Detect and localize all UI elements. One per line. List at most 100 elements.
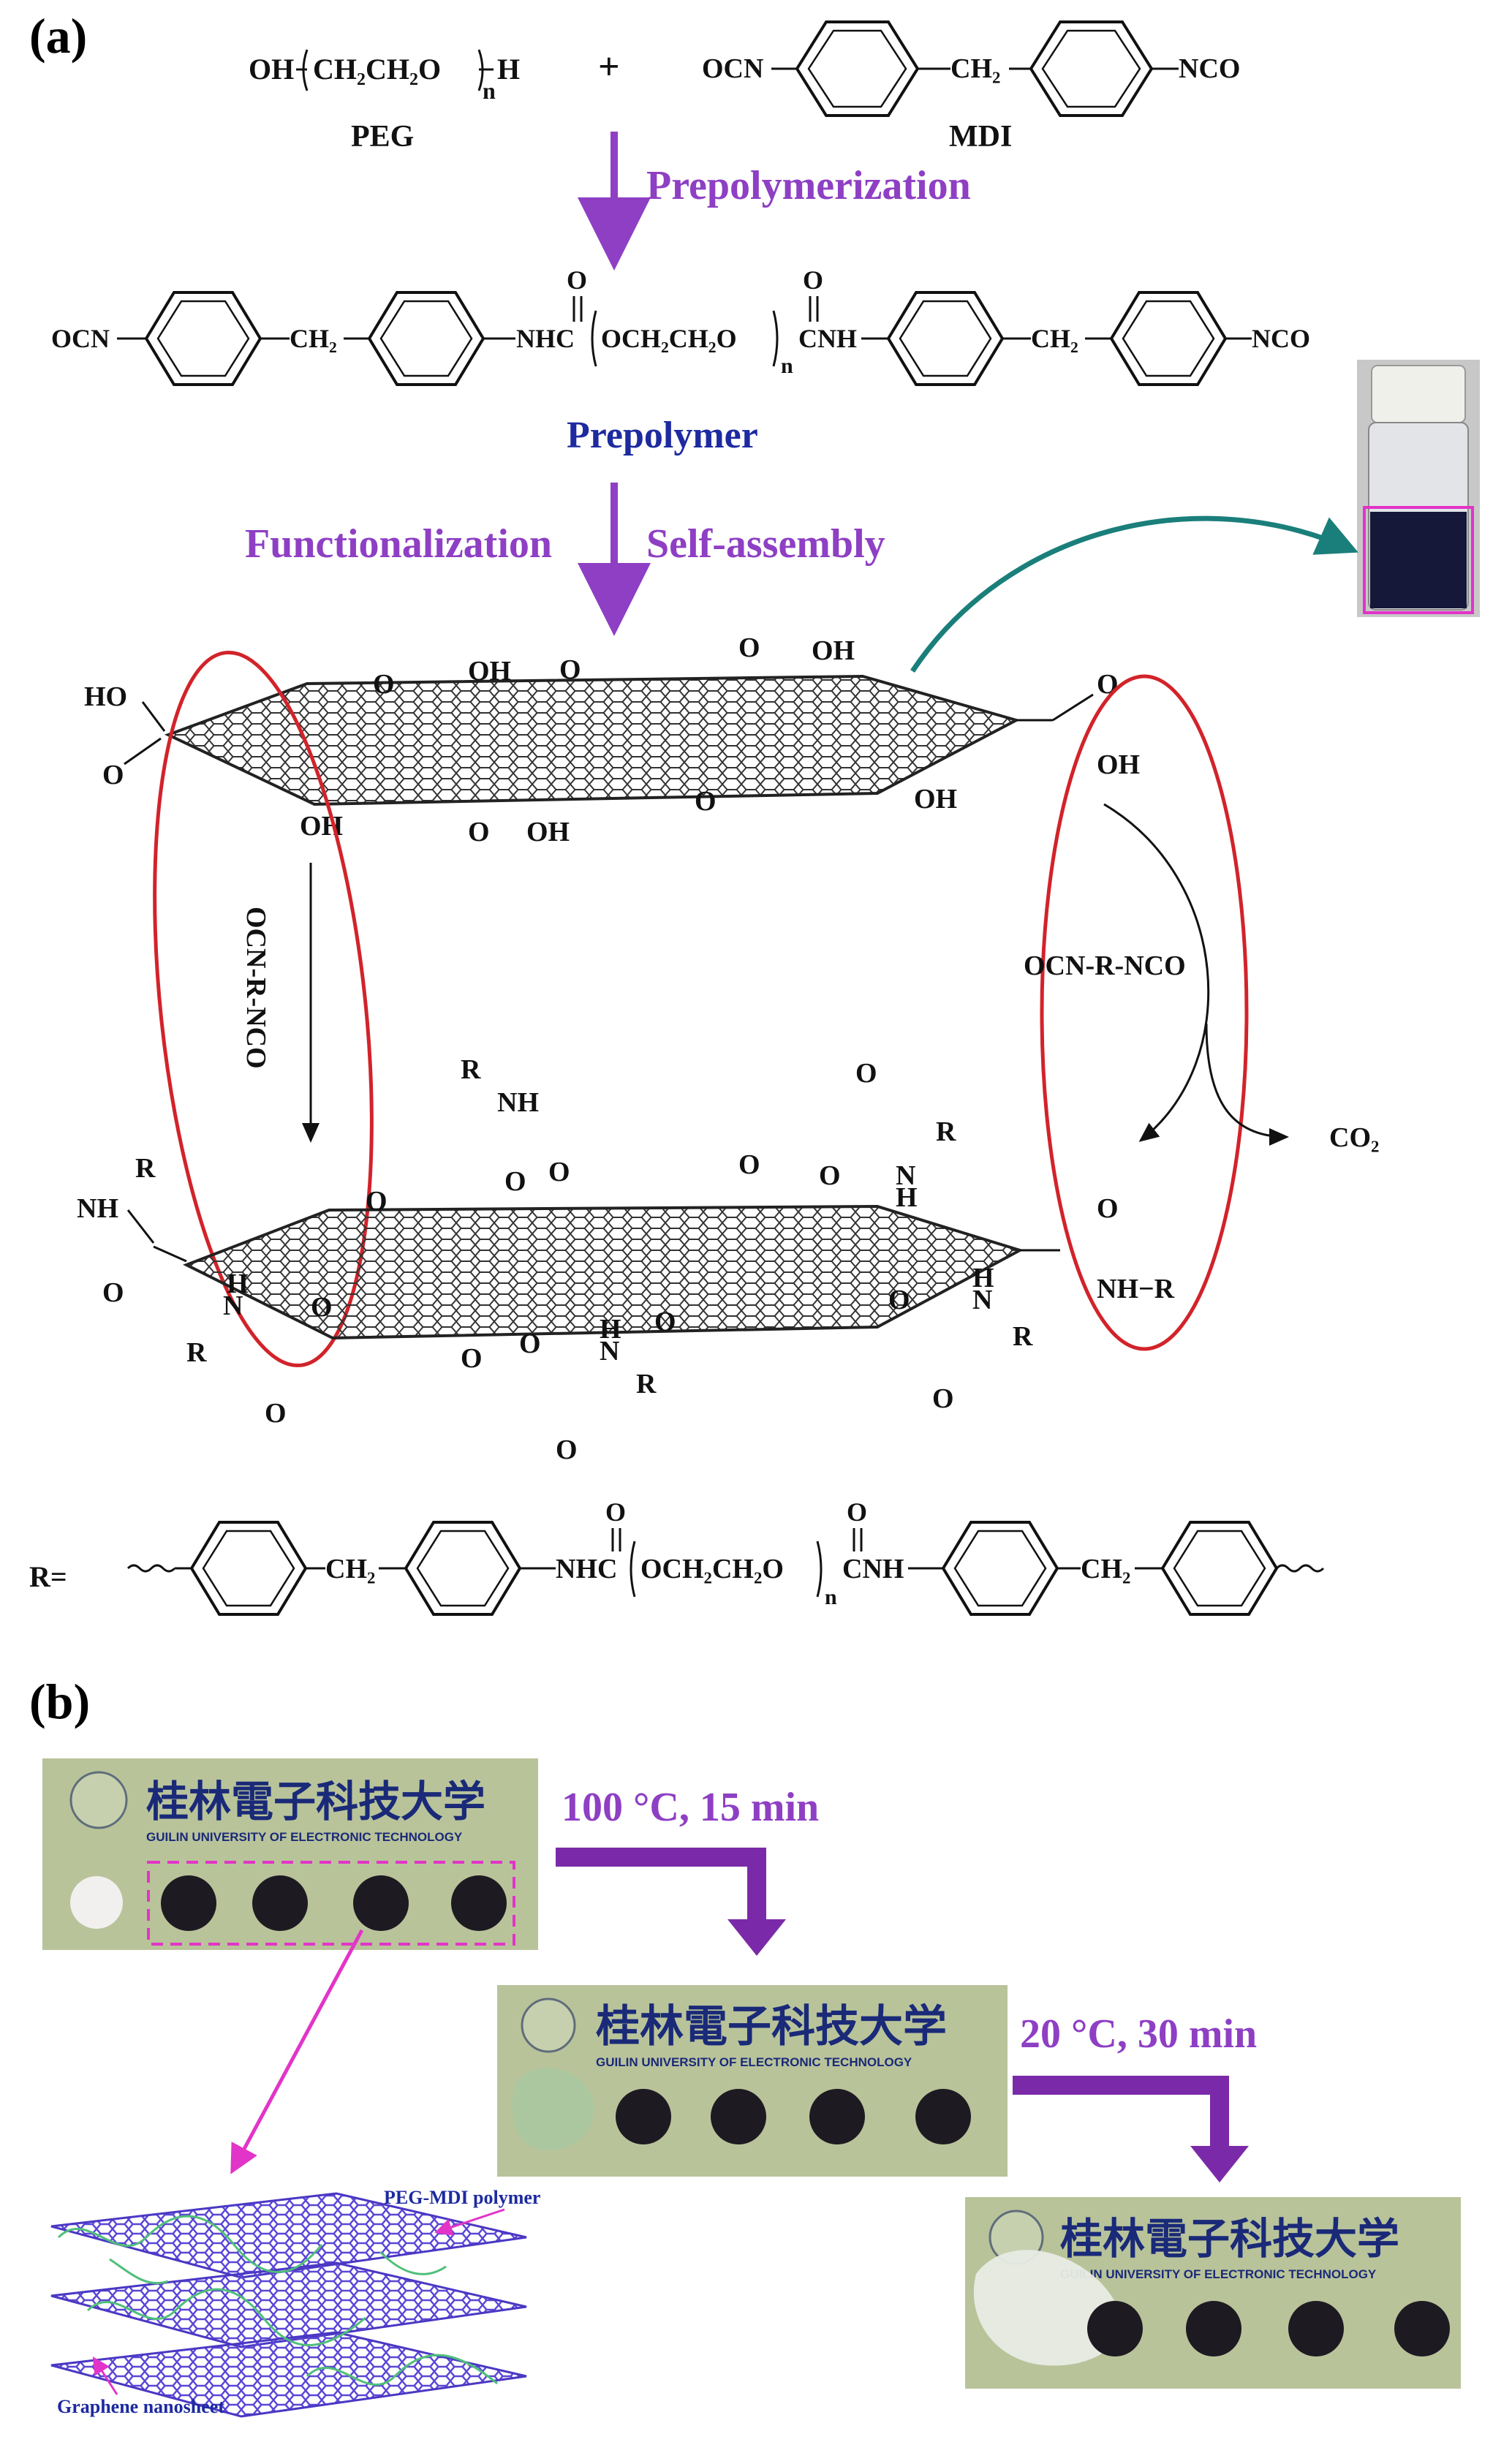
step-functionalization: Functionalization [245, 521, 552, 567]
mdi-structure: OCN CH₂ NCO [702, 20, 1240, 117]
svg-text:R: R [936, 1116, 956, 1147]
svg-text:OH: OH [812, 635, 855, 666]
svg-text:n: n [825, 1585, 837, 1609]
svg-text:N: N [896, 1160, 915, 1191]
plate2-subtitle: GUILIN UNIVERSITY OF ELECTRONIC TECHNOLO… [596, 2055, 912, 2069]
svg-text:CH₂: CH₂ [1081, 1554, 1130, 1584]
svg-text:OCN: OCN [702, 53, 763, 84]
polymer-pointer [434, 2208, 505, 2236]
peg-name: PEG [351, 120, 414, 154]
panel-a-label: (a) [29, 8, 87, 64]
svg-text:NHC: NHC [556, 1554, 617, 1584]
svg-text:N: N [600, 1336, 619, 1367]
plate1-subtitle: GUILIN UNIVERSITY OF ELECTRONIC TECHNOLO… [146, 1830, 463, 1844]
svg-text:O: O [1097, 1193, 1119, 1224]
plate3-title: 桂林電子科技大学 [1060, 2215, 1399, 2263]
plus-sign: + [598, 46, 620, 88]
svg-text:O: O [102, 1277, 124, 1308]
sample-plate-30min: 桂林電子科技大学 GUILIN UNIVERSITY OF ELECTRONIC… [965, 2197, 1461, 2389]
svg-text:O: O [654, 1307, 676, 1337]
svg-text:OH: OH [249, 53, 294, 86]
svg-text:NCO: NCO [1252, 324, 1310, 353]
reagent-right: OCN-R-NCO [1024, 950, 1186, 981]
co2-arrow [1205, 1023, 1289, 1146]
plate1-title: 桂林電子科技大学 [146, 1778, 485, 1826]
step-self-assembly: Self-assembly [646, 521, 885, 567]
svg-text:CH₂: CH₂ [325, 1554, 375, 1584]
prepolymer-structure: OCN CH₂ NHC O OCH₂CH₂O n CNH O CH₂ NCO [51, 265, 1310, 386]
svg-text:O: O [519, 1328, 541, 1359]
bent-arrow-2 [1013, 2076, 1229, 2150]
svg-text:NH−R: NH−R [1097, 1274, 1175, 1304]
svg-text:CNH: CNH [798, 324, 857, 353]
red-ellipse-right [1040, 674, 1249, 1351]
svg-text:OCH₂CH₂O: OCH₂CH₂O [640, 1554, 784, 1584]
label-graphene-nanosheet: Graphene nanosheet [57, 2396, 224, 2417]
svg-text:NH: NH [497, 1087, 539, 1118]
bent-arrow-1 [556, 1848, 766, 1923]
svg-text:O: O [102, 760, 124, 790]
svg-text:OH: OH [914, 784, 957, 814]
svg-text:NH: NH [77, 1193, 118, 1224]
svg-text:R: R [186, 1337, 207, 1368]
red-ellipse-left [153, 650, 374, 1368]
svg-text:CH₂CH₂O: CH₂CH₂O [313, 53, 441, 86]
panel-b-label: (b) [29, 1674, 90, 1729]
teal-arrow-to-vial [910, 515, 1358, 673]
svg-text:OCH₂CH₂O: OCH₂CH₂O [601, 324, 737, 353]
svg-text:O: O [373, 669, 395, 700]
svg-text:O: O [803, 265, 823, 295]
svg-text:O: O [556, 1435, 578, 1465]
sample-plate-15min: 桂林電子科技大学 GUILIN UNIVERSITY OF ELECTRONIC… [497, 1985, 1008, 2177]
svg-text:n: n [483, 78, 496, 104]
bent-arrow-1-head [727, 1919, 786, 1956]
svg-text:CH₂: CH₂ [950, 53, 1000, 84]
step-prepolymerization: Prepolymerization [646, 163, 971, 208]
r-definition-structure: R= CH₂ NHC O OCH₂CH₂O n CNH O CH₂ [29, 1497, 1325, 1616]
right-reaction-arrow [1103, 803, 1210, 1142]
svg-text:O: O [461, 1343, 483, 1374]
svg-text:O: O [559, 654, 581, 685]
svg-text:O: O [819, 1160, 841, 1191]
sample-plate-initial: 桂林電子科技大学 GUILIN UNIVERSITY OF ELECTRONIC… [42, 1758, 538, 1950]
reagent-left: OCN-R-NCO [241, 907, 271, 1069]
peg-structure: OH CH₂CH₂O n H [249, 49, 520, 104]
svg-text:CNH: CNH [842, 1554, 904, 1584]
plate3-subtitle: GUILIN UNIVERSITY OF ELECTRONIC TECHNOLO… [1060, 2267, 1377, 2281]
condition-step-2: 20 °C, 30 min [1020, 2011, 1257, 2057]
svg-text:R: R [461, 1054, 481, 1085]
svg-text:O: O [888, 1285, 910, 1315]
svg-text:H: H [600, 1314, 621, 1345]
svg-text:O: O [738, 1149, 760, 1180]
svg-text:H: H [896, 1182, 918, 1213]
svg-text:O: O [1097, 669, 1119, 700]
svg-text:OCN: OCN [51, 324, 110, 353]
svg-text:CH₂: CH₂ [1031, 324, 1078, 353]
vial-photo [1357, 360, 1480, 617]
svg-text:O: O [847, 1497, 867, 1527]
svg-text:H: H [227, 1269, 249, 1299]
svg-text:O: O [504, 1166, 526, 1197]
svg-text:O: O [738, 632, 760, 663]
svg-text:O: O [468, 817, 490, 847]
svg-text:N: N [972, 1285, 992, 1315]
svg-text:O: O [605, 1497, 626, 1527]
svg-text:O: O [548, 1157, 570, 1187]
svg-text:NHC: NHC [516, 324, 575, 353]
svg-text:R: R [636, 1369, 657, 1399]
svg-text:O: O [855, 1058, 877, 1089]
svg-text:CH₂: CH₂ [290, 324, 337, 353]
r-equals: R= [29, 1560, 67, 1593]
svg-text:N: N [223, 1290, 243, 1321]
svg-text:O: O [567, 265, 587, 295]
functionalized-graphene-sheet: NH R O R NH O O O O O R N H O O NH−R H N… [77, 1054, 1175, 1465]
label-peg-mdi-polymer: PEG-MDI polymer [384, 2187, 540, 2208]
plate2-title: 桂林電子科技大学 [596, 2002, 947, 2051]
co2-label: CO₂ [1329, 1122, 1379, 1153]
graphene-pointer [92, 2356, 118, 2395]
svg-text:O: O [695, 786, 717, 817]
svg-text:H: H [972, 1263, 994, 1293]
prepolymer-label: Prepolymer [567, 415, 758, 456]
svg-text:OH: OH [526, 817, 570, 847]
